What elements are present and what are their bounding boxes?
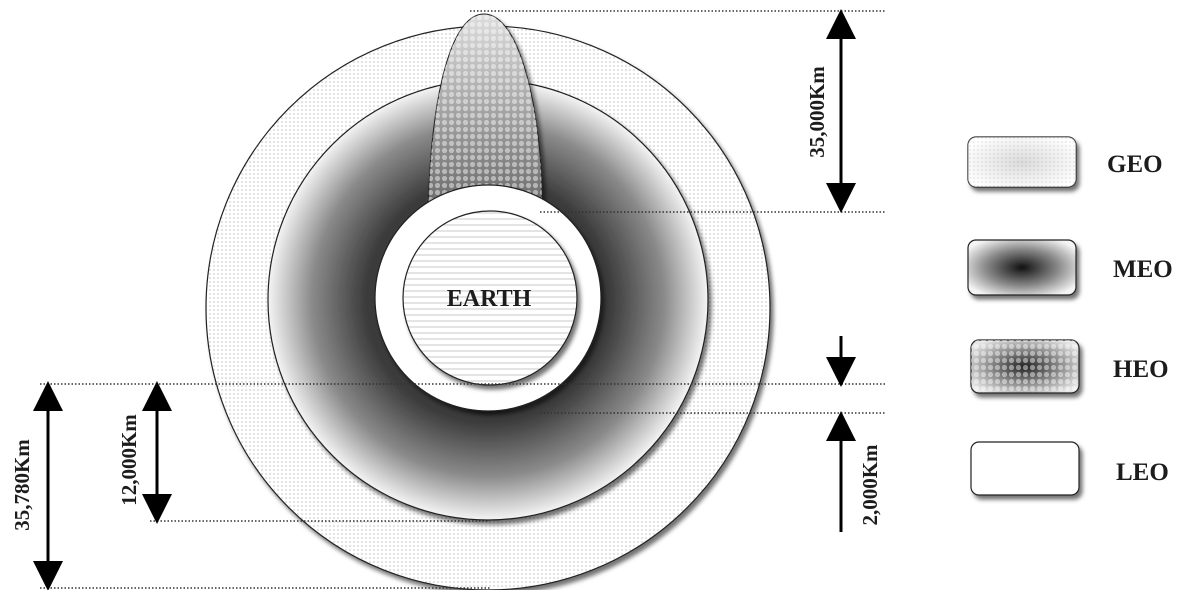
label-12000km: 12,000Km <box>117 414 141 506</box>
legend-swatch-leo <box>970 441 1080 496</box>
legend-label-leo: LEO <box>1116 459 1169 486</box>
legend: GEO MEO HEO LEO <box>967 136 1173 496</box>
label-35780km: 35,780Km <box>10 439 34 531</box>
earth-label: EARTH <box>447 286 532 312</box>
legend-label-heo: HEO <box>1113 356 1169 383</box>
label-2000km: 2,000Km <box>858 444 882 526</box>
legend-swatch-meo <box>967 239 1077 296</box>
label-35000km: 35,000Km <box>805 66 829 158</box>
earth-globe <box>402 210 578 386</box>
legend-label-geo: GEO <box>1107 151 1163 178</box>
legend-label-meo: MEO <box>1113 256 1173 283</box>
